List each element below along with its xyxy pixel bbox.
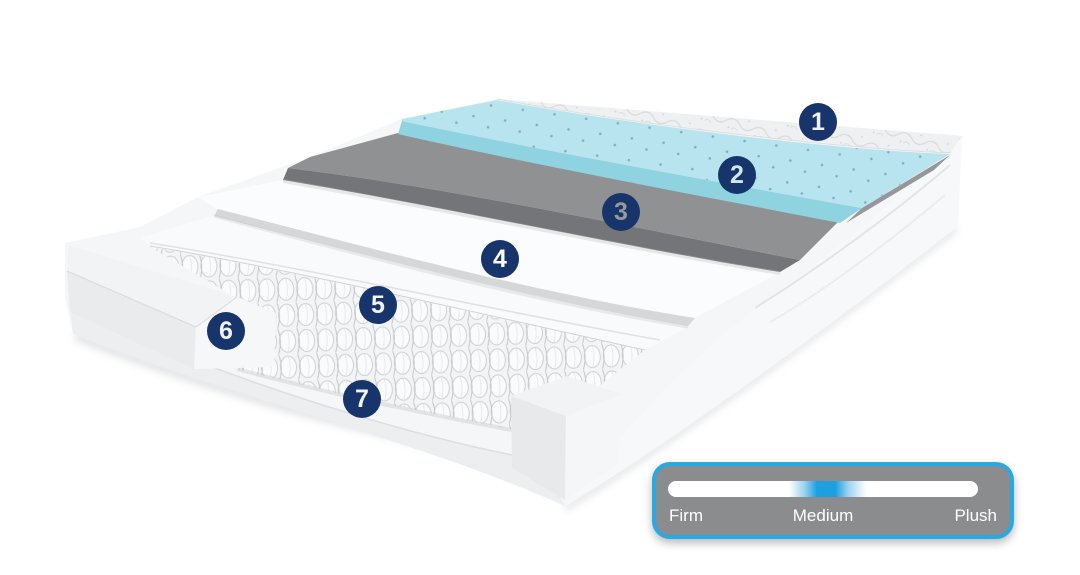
layer-badge-2[interactable]: 2 [718, 156, 756, 194]
firmness-label-firm: Firm [669, 506, 703, 525]
layer-badge-1[interactable]: 1 [799, 103, 837, 141]
coil-pad-wave [149, 242, 661, 341]
mattress-right-end-face [565, 138, 962, 506]
coil-pad-edge [149, 245, 646, 351]
firmness-scale-labels: Firm Medium Plush [656, 506, 1010, 526]
coil-top-pad [140, 215, 688, 350]
coil-base-shadow [236, 367, 539, 437]
ground-shadow-right [563, 225, 959, 511]
layer-badge-7-number: 7 [355, 384, 369, 413]
gel-foam-vent-dots [402, 100, 950, 208]
layer-1-quilted-cover [496, 98, 962, 154]
layer-5-coils [150, 247, 645, 434]
layer-2-gel-foam [398, 100, 950, 223]
layer-badge-2-number: 2 [730, 160, 744, 189]
layer-badge-4-number: 4 [493, 244, 507, 273]
layer-badge-3-number: 3 [614, 197, 628, 226]
layer-badge-1-number: 1 [811, 107, 825, 136]
firmness-label-plush: Plush [954, 506, 997, 525]
layer-3-gray-foam [282, 133, 838, 275]
layer-badge-5[interactable]: 5 [359, 286, 397, 324]
firmness-slider-track[interactable] [668, 481, 978, 497]
layer-badge-7[interactable]: 7 [343, 380, 381, 418]
layer-badge-4[interactable]: 4 [481, 240, 519, 278]
layer-badge-6[interactable]: 6 [207, 312, 245, 350]
right-end-crease [754, 164, 951, 309]
right-end-crease-2 [769, 194, 946, 323]
layer-badge-5-number: 5 [371, 290, 385, 319]
layer-badge-6-number: 6 [219, 316, 233, 345]
layer-badge-3[interactable]: 3 [602, 193, 640, 231]
firmness-scale-panel: Firm Medium Plush [652, 462, 1014, 539]
edge-support-front-block [511, 376, 621, 500]
firmness-label-medium: Medium [792, 506, 854, 525]
base-front-face [70, 309, 565, 506]
gray-foam-right-edge [846, 155, 950, 223]
